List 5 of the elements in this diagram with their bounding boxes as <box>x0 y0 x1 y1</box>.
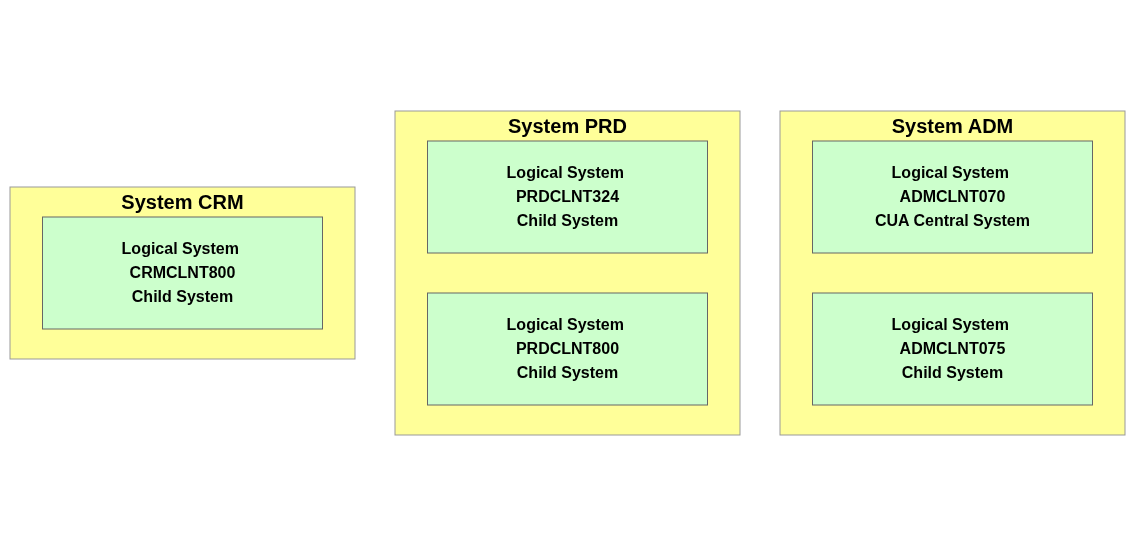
node-box: Logical System PRDCLNT800 Child System <box>427 292 708 405</box>
node-box: Logical System ADMCLNT075 Child System <box>812 292 1093 405</box>
node-box: Logical System CRMCLNT800 Child System <box>42 216 323 329</box>
node-box: Logical System PRDCLNT324 Child System <box>427 140 708 253</box>
node-box: Logical System ADMCLNT070 CUA Central System <box>812 140 1093 253</box>
